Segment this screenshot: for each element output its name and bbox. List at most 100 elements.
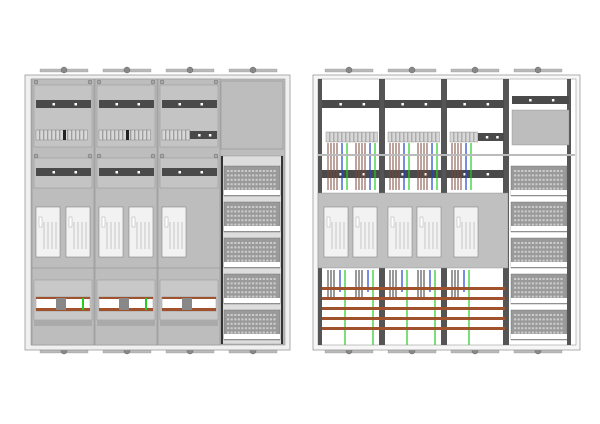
grille-hole	[521, 295, 524, 298]
grille-hole	[531, 242, 535, 244]
grille-hole	[560, 178, 563, 181]
grille-hole	[227, 327, 230, 330]
grille-hole	[535, 331, 538, 334]
cable-entry-icon	[471, 66, 479, 74]
grille-hole	[549, 322, 552, 325]
grille-hole	[248, 282, 251, 285]
grille-hole	[234, 187, 237, 190]
terminal-block	[333, 131, 338, 143]
grille-hole	[531, 291, 535, 294]
grille-hole	[539, 318, 542, 321]
grille-hole	[524, 183, 527, 186]
grille-hole	[553, 214, 556, 217]
grille-hole	[230, 250, 233, 253]
grille-hole	[237, 183, 240, 186]
grille-hole	[514, 214, 517, 217]
grille-hole	[234, 206, 237, 208]
grille-hole	[535, 246, 538, 249]
grille-hole	[252, 278, 255, 280]
grille-strip	[511, 298, 567, 303]
grille-hole	[542, 318, 545, 321]
rail-slot	[74, 171, 77, 174]
grille-hole	[273, 242, 276, 244]
grille-hole	[546, 183, 549, 186]
grille-hole	[234, 286, 237, 289]
grille-hole	[553, 314, 556, 316]
grille-hole	[269, 178, 273, 181]
grille-hole	[549, 250, 552, 253]
grille-hole	[230, 255, 233, 258]
grille-hole	[524, 223, 527, 226]
grille-hole	[248, 295, 251, 298]
terminal-block	[177, 129, 182, 141]
grille-hole	[542, 246, 545, 249]
grille-hole	[273, 286, 276, 289]
grille-hole	[514, 242, 517, 244]
grille-hole	[524, 286, 527, 289]
grille-hole	[266, 174, 269, 177]
grille-hole	[255, 246, 258, 249]
grille-hole	[517, 206, 520, 208]
grille-hole	[556, 223, 560, 226]
grille-hole	[542, 286, 545, 289]
grille-hole	[539, 322, 542, 325]
grille-hole	[269, 282, 273, 285]
grille-hole	[556, 259, 560, 262]
grille-hole	[227, 183, 230, 186]
grille-hole	[539, 250, 542, 253]
meter-display	[68, 216, 73, 228]
grille-hole	[517, 219, 520, 222]
grille-hole	[266, 331, 269, 334]
terminal-block	[161, 129, 166, 141]
terminal-group	[56, 298, 66, 310]
grille-hole	[252, 246, 255, 249]
grille-hole	[230, 223, 233, 226]
grille-hole	[237, 210, 240, 213]
grille-hole	[546, 282, 549, 285]
din-rail	[190, 131, 217, 139]
cable-entry-icon	[186, 66, 194, 74]
grille-hole	[521, 314, 524, 316]
grille-hole	[531, 178, 535, 181]
grille-hole	[266, 295, 269, 298]
grille-hole	[553, 286, 556, 289]
grille-hole	[230, 246, 233, 249]
grille-hole	[531, 314, 535, 316]
grille-hole	[273, 295, 276, 298]
grille-hole	[553, 206, 556, 208]
grille-hole	[553, 183, 556, 186]
grille-hole	[255, 219, 258, 222]
grille-hole	[528, 327, 531, 330]
grille-hole	[241, 291, 244, 294]
grille-hole	[524, 174, 527, 177]
terminal-block	[98, 129, 103, 141]
terminal-block	[134, 129, 139, 141]
grille-hole	[517, 318, 520, 321]
grille-hole	[237, 314, 240, 316]
grille-hole	[531, 286, 535, 289]
grille-hole	[273, 291, 276, 294]
grille-hole	[273, 255, 276, 258]
grille-hole	[273, 174, 276, 177]
grille-hole	[262, 246, 265, 249]
grille-hole	[255, 278, 258, 280]
terminal-block	[427, 131, 432, 143]
grille-hole	[556, 282, 560, 285]
grille-hole	[539, 187, 542, 190]
terminal-block	[353, 131, 358, 143]
rail-slot	[551, 99, 555, 102]
grille-hole	[517, 187, 520, 190]
grille-hole	[553, 278, 556, 280]
grille-hole	[255, 327, 258, 330]
grille-hole	[524, 331, 527, 334]
grille-hole	[531, 295, 535, 298]
grille-hole	[546, 255, 549, 258]
grille-hole	[255, 318, 258, 321]
rail-slot	[115, 103, 118, 106]
terminal-block	[329, 131, 334, 143]
grille-hole	[560, 314, 563, 316]
grille-hole	[524, 259, 527, 262]
grille-hole	[273, 170, 276, 172]
grille-hole	[546, 223, 549, 226]
grille-hole	[227, 286, 230, 289]
